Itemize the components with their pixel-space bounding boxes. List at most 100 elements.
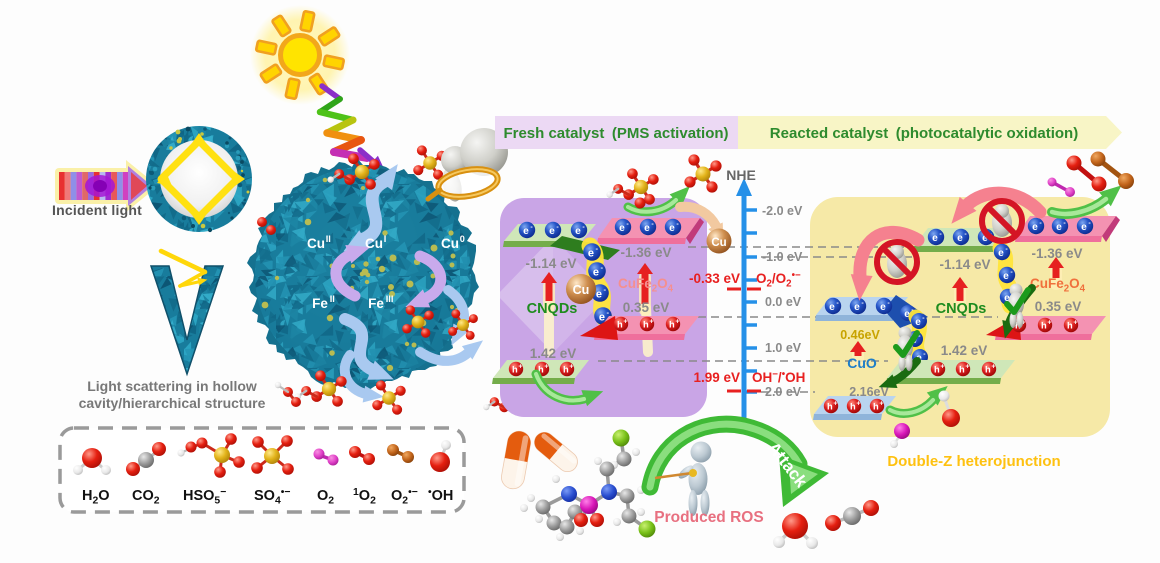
- svg-text:e: e: [596, 288, 602, 300]
- svg-text:-2.0 eV: -2.0 eV: [762, 204, 803, 218]
- svg-text:CuFe2O4: CuFe2O4: [618, 276, 674, 295]
- svg-text:Light scattering in hollow: Light scattering in hollow: [87, 378, 257, 394]
- svg-text:0.0 eV: 0.0 eV: [765, 295, 802, 309]
- svg-text:CuO: CuO: [847, 355, 877, 371]
- svg-text:-: -: [1039, 219, 1042, 227]
- svg-text:-: -: [676, 220, 679, 228]
- svg-text:2.16eV: 2.16eV: [849, 385, 889, 399]
- svg-text:1.0 eV: 1.0 eV: [765, 341, 802, 355]
- svg-text:0: 0: [460, 234, 465, 244]
- svg-text:h: h: [827, 402, 833, 412]
- svg-text:e: e: [644, 223, 650, 234]
- svg-text:e: e: [829, 302, 835, 313]
- svg-text:-: -: [601, 263, 604, 272]
- svg-text:-: -: [918, 333, 921, 340]
- svg-text:e: e: [957, 233, 963, 244]
- svg-text:-: -: [1010, 268, 1013, 276]
- svg-text:e: e: [593, 266, 599, 278]
- svg-text:h: h: [617, 320, 623, 330]
- svg-text:h: h: [563, 365, 569, 375]
- svg-text:+: +: [856, 401, 860, 408]
- svg-text:•OH: •OH: [428, 487, 453, 504]
- svg-text:0.35 eV: 0.35 eV: [623, 300, 670, 315]
- svg-text:-: -: [596, 244, 599, 253]
- svg-text:+: +: [569, 364, 573, 371]
- svg-text:e: e: [854, 302, 860, 313]
- svg-text:0.46eV: 0.46eV: [840, 328, 880, 342]
- svg-text:h: h: [1067, 321, 1073, 331]
- svg-text:2.0 eV: 2.0 eV: [765, 385, 802, 399]
- svg-text:-1.36 eV: -1.36 eV: [620, 245, 671, 260]
- svg-text:CNQDs: CNQDs: [527, 301, 578, 317]
- svg-text:CuFe2O4: CuFe2O4: [1030, 276, 1086, 295]
- svg-text:e: e: [1056, 222, 1062, 233]
- svg-text:h: h: [985, 365, 991, 375]
- svg-text:SO4•−: SO4•−: [254, 487, 290, 507]
- svg-text:h: h: [1041, 321, 1047, 331]
- svg-text:e: e: [998, 248, 1004, 259]
- svg-text:-: -: [607, 308, 610, 317]
- svg-text:e: e: [932, 233, 938, 244]
- svg-text:+: +: [1073, 320, 1077, 327]
- svg-text:Incident light: Incident light: [52, 202, 142, 218]
- svg-text:-0.33 eV: -0.33 eV: [689, 271, 740, 286]
- svg-text:-: -: [1063, 219, 1066, 227]
- svg-text:h: h: [959, 365, 965, 375]
- svg-text:+: +: [518, 364, 522, 371]
- svg-text:-: -: [1005, 245, 1008, 253]
- svg-text:O2: O2: [317, 488, 334, 507]
- svg-text:+: +: [879, 401, 883, 408]
- svg-text:h: h: [512, 365, 518, 375]
- svg-text:e: e: [915, 317, 921, 328]
- svg-text:O2•−: O2•−: [391, 487, 418, 507]
- svg-text:e: e: [549, 226, 555, 237]
- svg-text:Cu: Cu: [441, 236, 459, 251]
- svg-text:OH−/•OH: OH−/•OH: [752, 369, 805, 385]
- svg-text:CO2: CO2: [132, 488, 160, 507]
- svg-text:+: +: [940, 364, 944, 371]
- svg-text:-: -: [836, 299, 839, 307]
- svg-text:e: e: [1081, 222, 1087, 233]
- svg-text:Cu: Cu: [307, 236, 325, 251]
- svg-text:e: e: [599, 311, 605, 323]
- svg-text:III: III: [386, 294, 394, 304]
- svg-text:-: -: [887, 299, 890, 307]
- svg-text:e: e: [1004, 293, 1010, 304]
- svg-text:CNQDs: CNQDs: [936, 301, 987, 317]
- svg-text:Double-Z heterojunction: Double-Z heterojunction: [887, 453, 1060, 470]
- svg-text:Cu: Cu: [711, 237, 726, 249]
- svg-text:Fe: Fe: [368, 296, 384, 311]
- svg-text:e: e: [669, 223, 675, 234]
- svg-text:h: h: [934, 365, 940, 375]
- svg-text:+: +: [675, 319, 679, 326]
- svg-text:h: h: [538, 365, 544, 375]
- svg-text:II: II: [330, 294, 335, 304]
- svg-text:-: -: [964, 230, 967, 238]
- svg-text:h: h: [873, 402, 879, 412]
- svg-text:e: e: [523, 226, 529, 237]
- svg-text:-: -: [626, 220, 629, 228]
- svg-text:+: +: [1021, 320, 1025, 327]
- svg-text:e: e: [904, 309, 910, 320]
- svg-text:h: h: [669, 320, 675, 330]
- svg-text:1O2: 1O2: [353, 487, 376, 507]
- svg-text:-1.36 eV: -1.36 eV: [1031, 246, 1082, 261]
- svg-text:e: e: [619, 223, 625, 234]
- svg-text:cavity/hierarchical structure: cavity/hierarchical structure: [79, 395, 266, 411]
- svg-text:1.42 eV: 1.42 eV: [941, 343, 988, 358]
- svg-text:Fresh catalyst (PMS activation: Fresh catalyst (PMS activation): [503, 125, 728, 142]
- svg-text:NHE: NHE: [726, 167, 756, 183]
- svg-text:+: +: [1047, 320, 1051, 327]
- svg-text:+: +: [649, 319, 653, 326]
- svg-text:-: -: [651, 220, 654, 228]
- svg-text:e: e: [880, 302, 886, 313]
- svg-text:+: +: [544, 364, 548, 371]
- svg-text:-: -: [530, 223, 533, 231]
- svg-text:h: h: [850, 402, 856, 412]
- svg-text:0.35 eV: 0.35 eV: [1035, 299, 1082, 314]
- svg-text:Cu: Cu: [365, 236, 383, 251]
- svg-text:-: -: [939, 230, 942, 238]
- svg-text:-: -: [604, 285, 607, 294]
- svg-text:1.99 eV: 1.99 eV: [693, 370, 740, 385]
- svg-text:II: II: [326, 234, 331, 244]
